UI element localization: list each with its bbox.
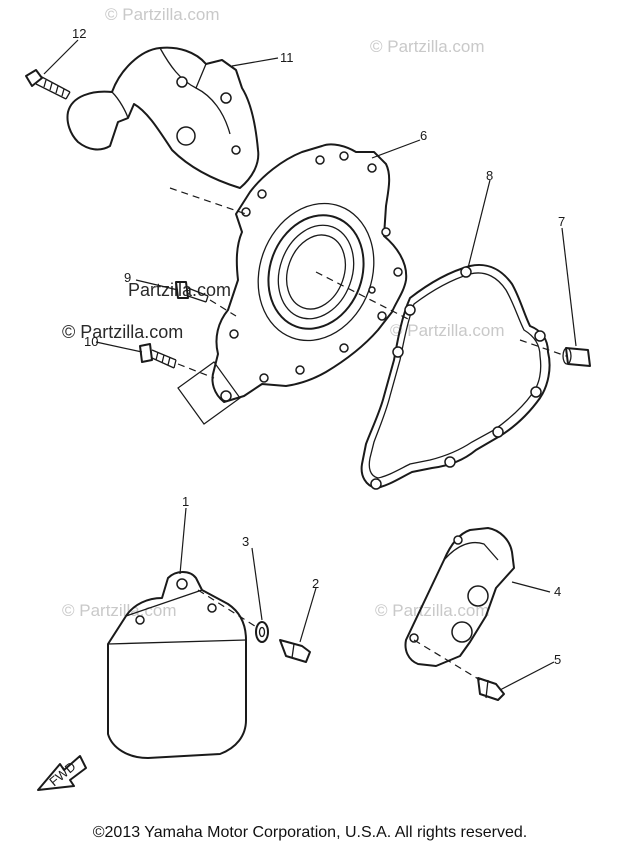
part-4-cover-plate[interactable] <box>404 527 515 667</box>
leader-8 <box>467 179 491 269</box>
callout-2: 2 <box>312 576 319 591</box>
part-1-cover[interactable] <box>107 571 247 759</box>
callout-10: 10 <box>84 334 98 349</box>
callout-3: 3 <box>242 534 249 549</box>
leader-9 <box>135 279 179 291</box>
watermark-bottom-right: © Partzilla.com <box>375 601 490 620</box>
part-3-washer[interactable] <box>255 621 269 643</box>
leader-10 <box>95 341 143 353</box>
callout-12: 12 <box>72 26 86 41</box>
alignment-line-shaft <box>315 271 411 321</box>
leader-2 <box>299 587 317 643</box>
alignment-line-cover <box>169 187 247 215</box>
callout-5: 5 <box>554 652 561 667</box>
alignment-line-bolt-10 <box>177 363 215 379</box>
part-9-bolt[interactable] <box>175 281 209 303</box>
watermark-mid-left: © Partzilla.com <box>62 322 183 342</box>
callout-7: 7 <box>558 214 565 229</box>
watermark-top-left: © Partzilla.com <box>105 5 220 24</box>
part-10-bolt[interactable] <box>139 343 177 369</box>
part-5-bolt[interactable] <box>477 677 505 701</box>
callout-9: 9 <box>124 270 131 285</box>
leader-11 <box>231 57 279 67</box>
copyright-notice: ©2013 Yamaha Motor Corporation, U.S.A. A… <box>92 824 528 841</box>
part-11-upper-cover[interactable] <box>66 46 260 189</box>
forward-arrow-icon: FWD <box>37 755 87 791</box>
alignment-line-cover-1 <box>197 589 259 629</box>
leader-1 <box>179 507 187 575</box>
watermark-top-right: © Partzilla.com <box>370 37 485 56</box>
part-2-bolt[interactable] <box>279 639 311 663</box>
leader-5 <box>499 661 555 691</box>
alignment-line-cover-4 <box>413 639 481 681</box>
leader-4 <box>511 581 551 593</box>
callout-8: 8 <box>486 168 493 183</box>
watermark-bottom-left: © Partzilla.com <box>62 601 177 620</box>
alignment-line-dowel <box>519 339 567 357</box>
part-8-gasket[interactable] <box>360 264 551 490</box>
leader-12 <box>43 39 79 75</box>
part-7-dowel-pin[interactable] <box>562 347 591 367</box>
alignment-line-bolt-9 <box>209 299 237 317</box>
part-12-bolt[interactable] <box>25 69 71 100</box>
watermark-mid-right: © Partzilla.com <box>390 321 505 340</box>
callout-11: 11 <box>280 50 294 65</box>
callout-6: 6 <box>420 128 427 143</box>
leader-7 <box>561 227 577 347</box>
alignment-box-bolt-10 <box>177 361 241 425</box>
callout-4: 4 <box>554 584 561 599</box>
leader-3 <box>251 547 263 621</box>
part-6-crankcase-cover[interactable] <box>211 143 408 403</box>
callout-1: 1 <box>182 494 189 509</box>
leader-6 <box>371 139 421 159</box>
